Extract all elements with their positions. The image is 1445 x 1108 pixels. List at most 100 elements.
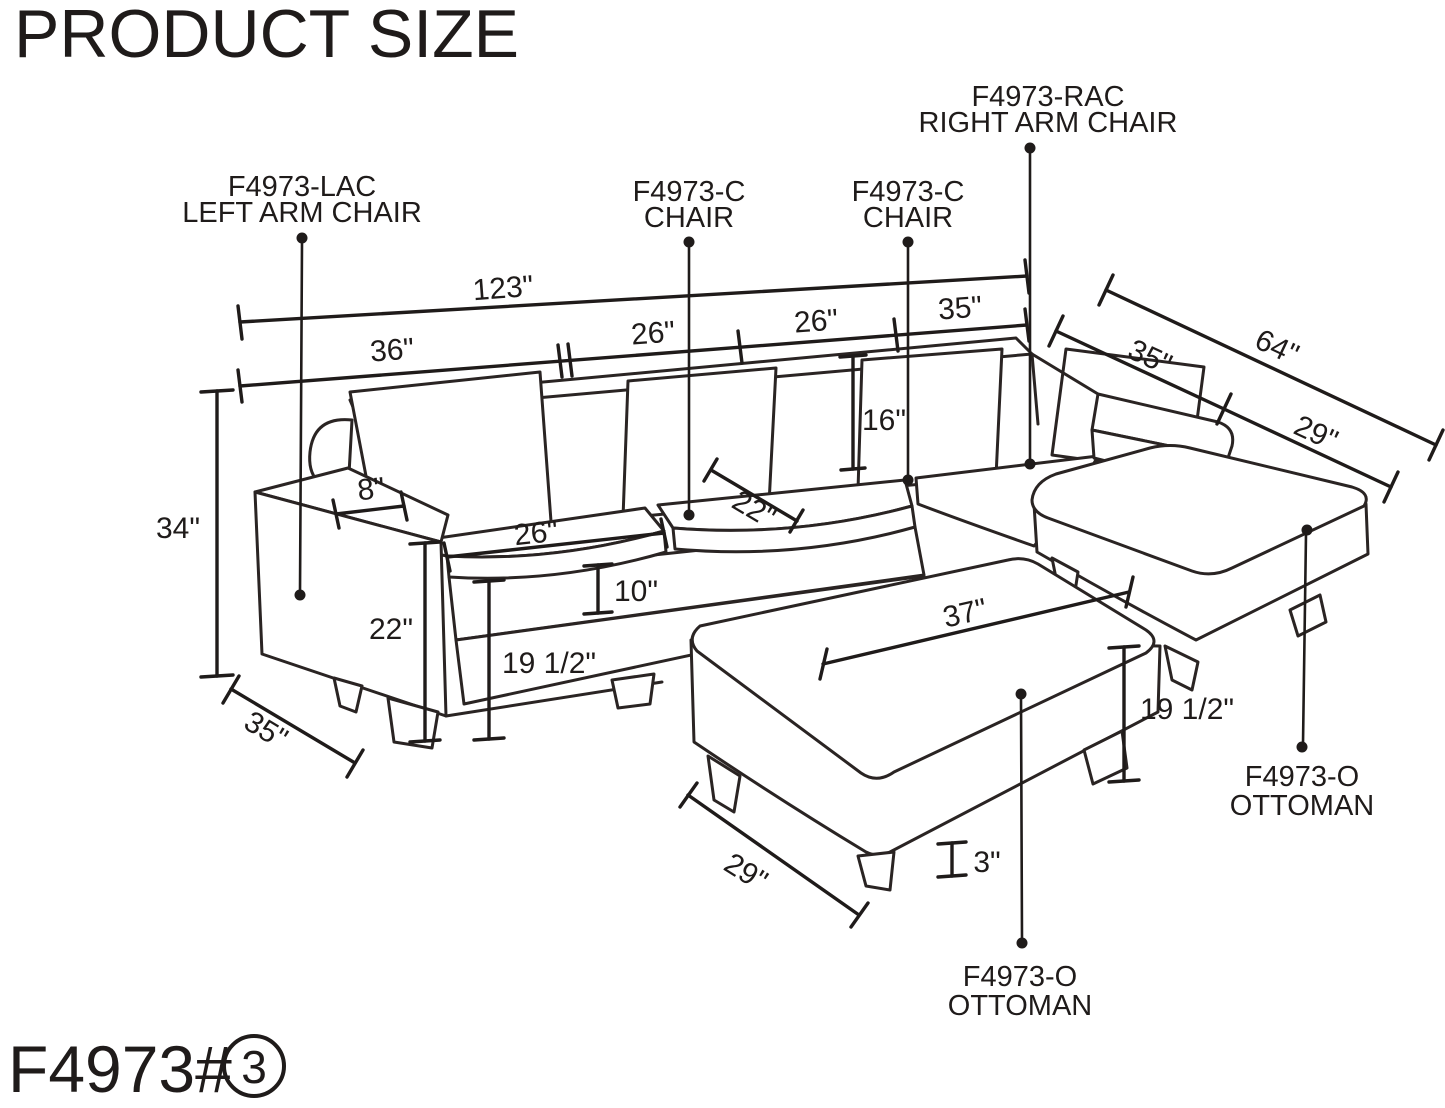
dim-arm-width-tick-r [399,490,409,522]
ottoman-foot-right [1082,729,1129,786]
leader-chair1-dot-top [683,236,695,248]
dim-seatwidth-tick-r [659,517,669,549]
dim-seg-tick-2 [736,329,744,365]
left-arm-foot-back [332,676,364,714]
dim-ottomandepth-line [686,793,861,917]
right-arm-join [1030,352,1100,396]
dim-overallheight-top-tick [199,388,235,394]
leader-chair2-dot-top [902,236,914,248]
dim-seatheight-bot-tick [472,736,506,742]
dim-chaise-ottoman-line [1222,407,1393,489]
dim-armheight-bot-tick [408,738,442,744]
leader-ottoman-right-dot-top [1301,524,1313,536]
label-chair2-line1: F4973-C [852,176,965,208]
dim-arm-width-line [334,504,406,516]
leader-ottoman-front [1019,696,1024,942]
footer-model-code: F4973# 3 [8,1032,286,1106]
dim-lacdepth-line [229,687,357,765]
dim-armheight-label: 22" [369,613,413,646]
dim-rail-label: 10" [614,575,658,608]
dim-chair2-width-label: 26" [793,303,839,339]
dim-overall-width-line [238,274,1029,324]
dim-arm-width-tick-l [331,498,341,530]
chaise-foot-2 [1163,644,1200,692]
dim-chaise-total-line [1104,288,1438,447]
dim-ottomandepth-label: 29" [718,847,773,898]
dim-ottomanheight-top-tick [1107,644,1141,650]
leader-chair2-dot-bottom [902,474,914,486]
sofa-back-right-edge [1030,352,1040,426]
dim-foot-bot-tick [936,873,968,879]
dim-ottomanwidth-tick-l [818,647,829,681]
leader-lac-dot-bottom [294,589,306,601]
leader-lac-dot-top [296,232,308,244]
dim-foot-top-tick [936,840,968,846]
label-chair1-line1: F4973-C [633,176,746,208]
label-lac-line1: F4973-LAC [228,171,376,203]
dim-chaise-seat-tick-l [1047,314,1065,348]
dim-ottomandepth-tick-l [678,781,699,809]
footer-variant-number: 3 [241,1041,267,1093]
dim-seatdepth-tick-r [788,508,805,534]
dim-chair1-width-label: 26" [630,315,676,351]
page-title: PRODUCT SIZE [14,0,519,72]
dim-rail-bot-tick [582,610,614,616]
part-labels: F4973-LAC LEFT ARM CHAIR F4973-C CHAIR F… [182,81,1374,1022]
dim-backcushion-label: 16" [862,404,906,437]
dim-overall-width-label: 123" [472,270,535,307]
dim-overallheight-bot-tick [199,673,235,679]
dim-chaise-total-tick-r [1427,428,1445,462]
leader-lac [298,241,304,594]
dim-ottomanheight-bot-tick [1107,778,1141,784]
leader-rac-dot-top [1024,142,1036,154]
dim-overall-width-tick-l [236,304,244,341]
ottoman-foot-front [856,850,896,892]
chaise-foot-3 [1288,593,1328,638]
dim-lac-width-label: 36" [369,332,415,368]
dim-seg-tick-3 [892,317,900,353]
dim-seatwidth-tick-l [442,541,452,573]
label-lac-line2: LEFT ARM CHAIR [182,197,422,229]
seat-cushion-2-front [671,504,917,554]
footer-model-text: F4973# [8,1032,232,1106]
leader-ottoman-right [1301,532,1308,746]
dim-ottomanheight-label: 19 1/2" [1140,693,1234,726]
label-chair1-line2: CHAIR [644,202,734,234]
label-ottoman-right-line1: F4973-O [1245,761,1359,793]
dim-seatdepth-tick-l [702,457,719,483]
leader-ottoman-right-dot-bottom [1296,741,1308,753]
dim-seg-tick-0 [236,368,244,404]
dim-seatwidth-line [445,531,666,559]
dim-ottomandepth-tick-r [849,901,870,929]
dim-chaise-ottoman-tick-r [1382,470,1400,504]
dim-chaise-ottoman-label: 29" [1289,409,1343,458]
dim-ottomanwidth-line [821,590,1131,666]
dim-lacdepth-label: 35" [238,705,293,756]
dim-armheight-top-tick [408,540,442,546]
leader-lines [294,142,1313,949]
chaise-cushion [1030,444,1368,576]
leader-ottoman-front-dot-top [1015,688,1027,700]
dimension-lines [199,258,1445,929]
left-arm-front [253,490,448,718]
dim-lacdepth-tick-l [221,674,241,705]
leader-rac-dot-bottom [1024,458,1036,470]
dim-seg-tick-1a [556,343,564,379]
dim-arm-width-label: 8" [356,472,387,508]
dim-seatdepth-line [709,468,799,523]
dim-overallheight-label: 34" [156,512,200,545]
dim-chaise-total-tick-l [1097,273,1115,307]
dim-foot-label: 3" [973,846,1000,879]
dim-lacdepth-tick-r [345,748,365,779]
leader-chair1-dot-bottom [683,509,695,521]
dim-backcushion-bot-tick [839,466,867,472]
dim-chaise-total-label: 64" [1250,323,1304,372]
label-ottoman-front-line2: OTTOMAN [948,990,1092,1022]
dim-seg-tick-4 [1023,307,1031,343]
dim-seatheight-top-tick [472,578,506,584]
ottoman-foot-left [706,754,742,814]
footer-variant-circle [222,1034,286,1098]
label-rac-line1: F4973-RAC [971,81,1124,113]
dim-seatwidth-label: 26" [512,515,559,552]
